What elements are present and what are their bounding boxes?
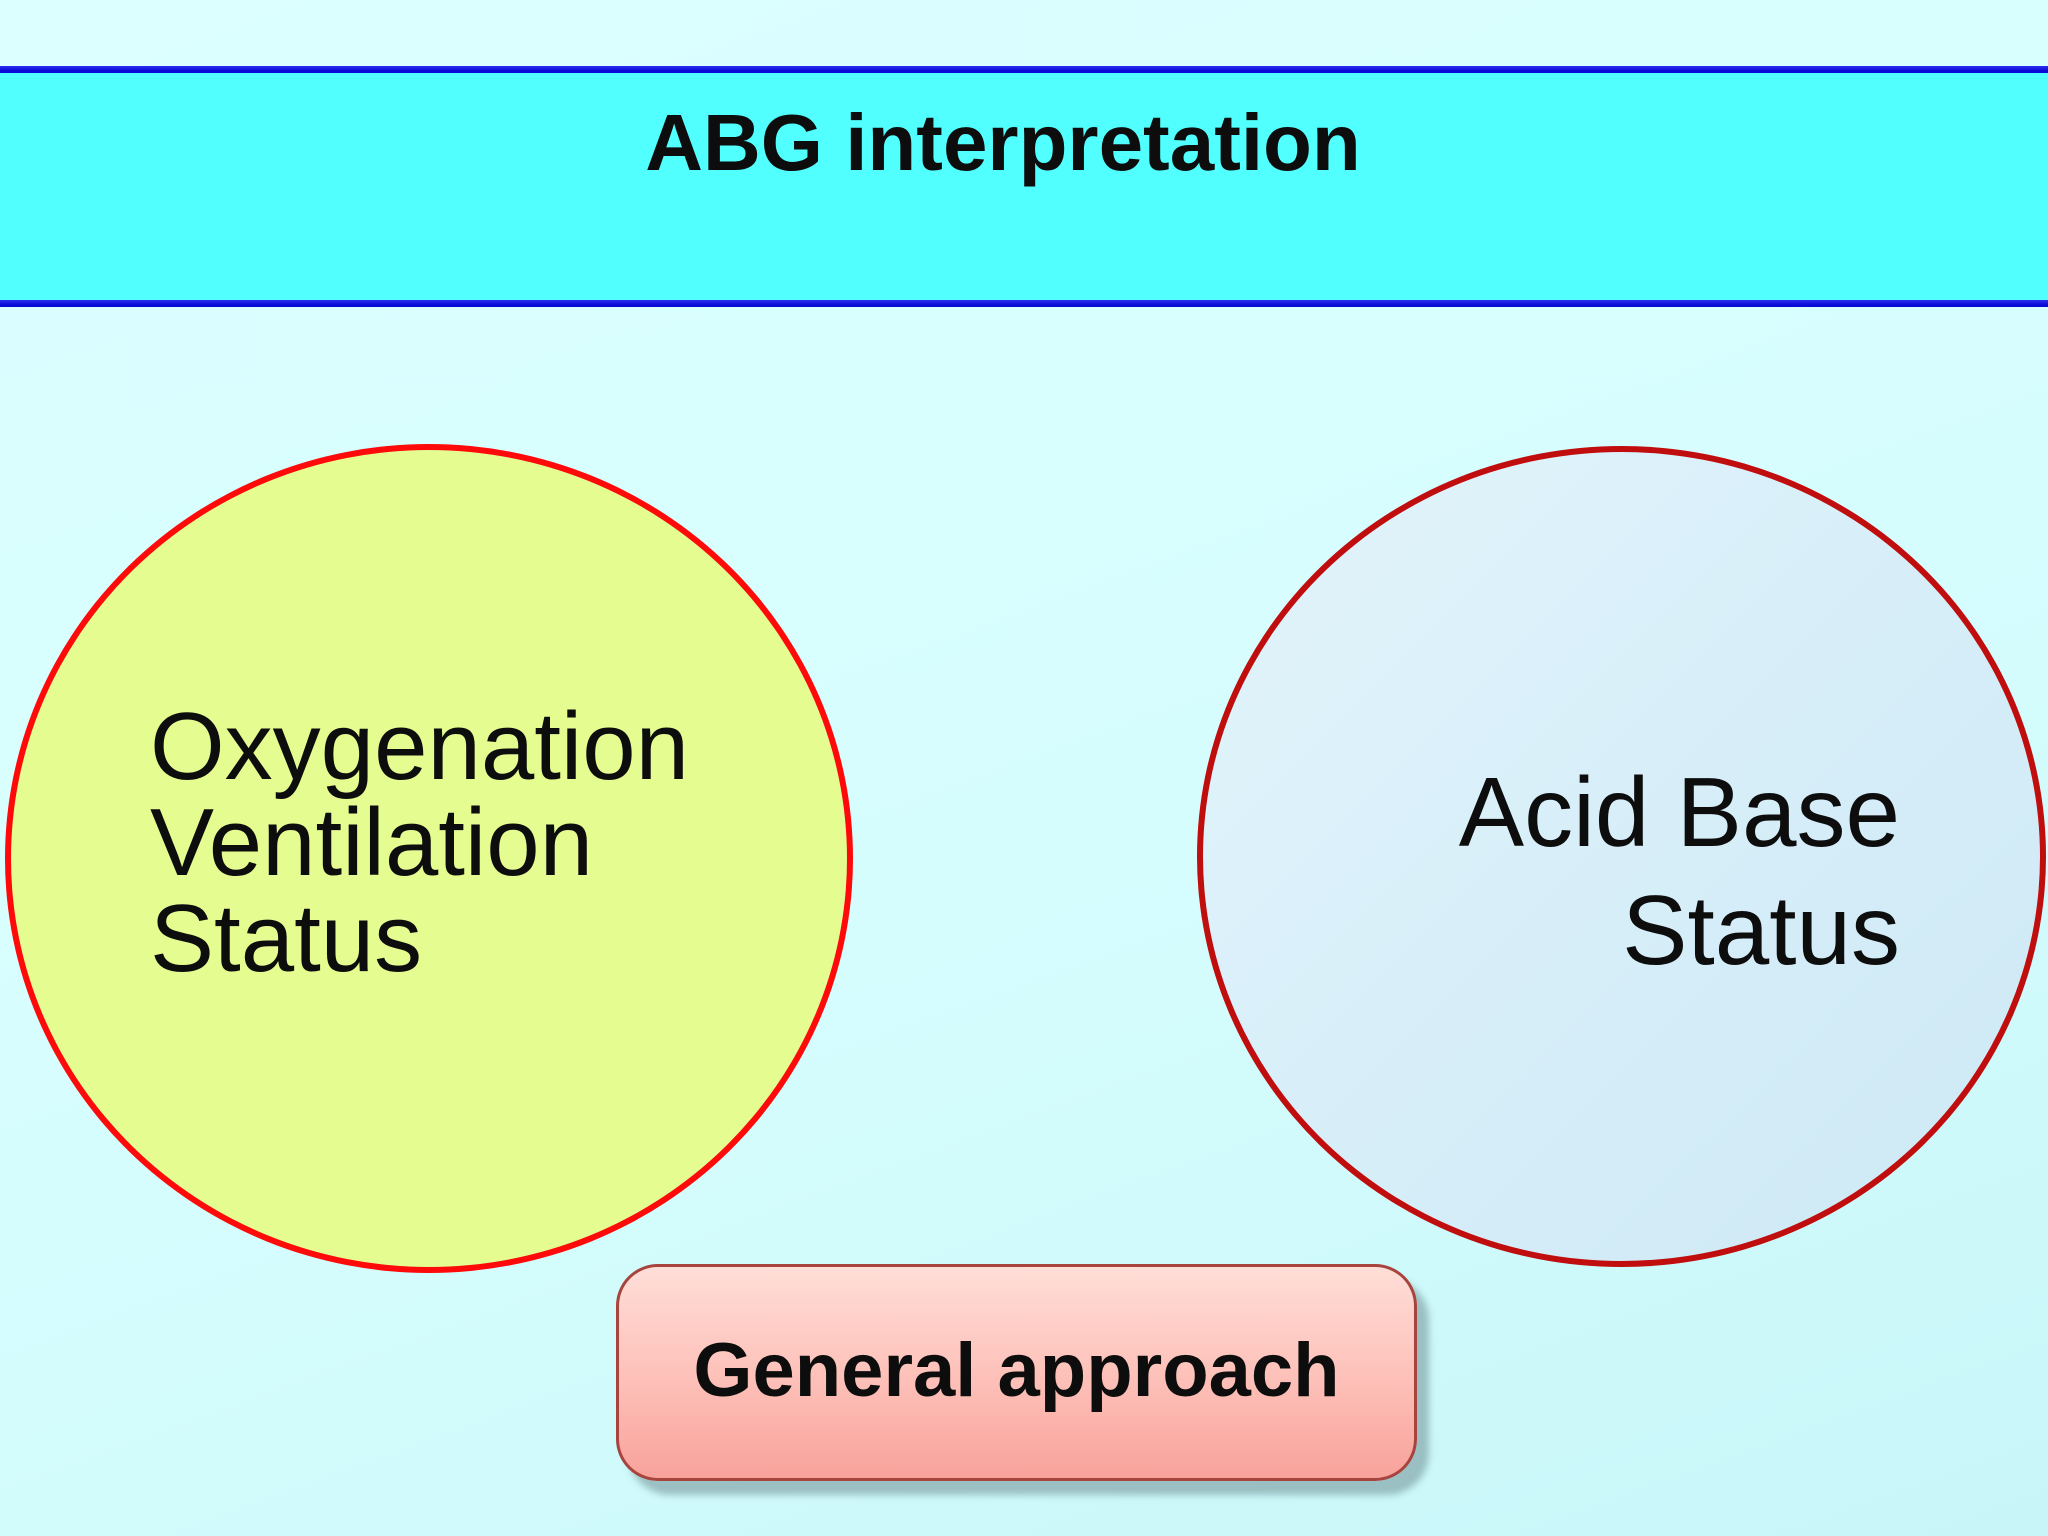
circle-line: Status <box>1622 874 1900 985</box>
title-band: ABG interpretation <box>0 73 2048 300</box>
circle-line: Ventilation <box>150 789 594 896</box>
circle-line: Acid Base <box>1458 757 1900 867</box>
acid-base-label: Acid Base Status <box>1459 754 1900 989</box>
oxygenation-ventilation-circle: Oxygenation Ventilation Status <box>5 444 853 1273</box>
general-approach-button[interactable]: General approach <box>616 1264 1417 1481</box>
acid-base-circle: Acid Base Status <box>1197 446 2046 1267</box>
header-divider-bottom <box>0 300 2048 307</box>
circle-line: Oxygenation <box>150 693 690 800</box>
header-divider-top <box>0 66 2048 73</box>
header-top-strip <box>0 0 2048 66</box>
oxygenation-ventilation-label: Oxygenation Ventilation Status <box>150 699 689 987</box>
general-approach-label: General approach <box>693 1328 1340 1413</box>
circle-line: Status <box>150 885 423 992</box>
slide-title: ABG interpretation <box>645 98 1361 187</box>
